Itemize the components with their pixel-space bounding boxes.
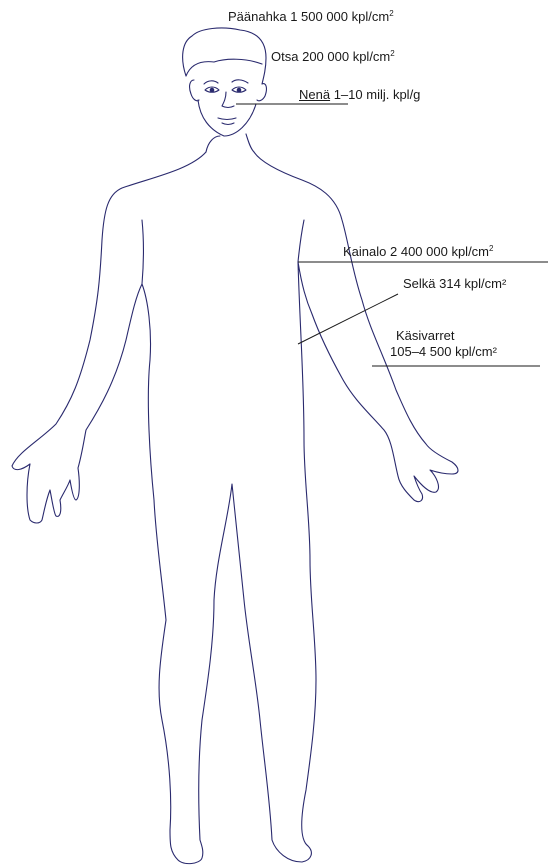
nose-outline [222, 92, 234, 108]
arms-label-line1: Käsivarret [396, 328, 455, 344]
nose-name: Nenä [299, 87, 330, 102]
mouth [218, 118, 236, 125]
forehead-label: Otsa 200 000 kpl/cm2 [271, 49, 395, 65]
scalp-unit-exponent: 2 [389, 9, 393, 18]
head-outline [183, 28, 267, 152]
armpit-unit-exponent: 2 [489, 244, 493, 253]
eyebrows [204, 80, 248, 84]
armpit-name: Kainalo [343, 244, 386, 259]
inner-arm-right [298, 220, 304, 262]
inner-arm-left [142, 220, 144, 284]
nose-label: Nenä 1–10 milj. kpl/g [299, 87, 420, 103]
arms-label-line2: 105–4 500 kpl/cm² [390, 344, 497, 360]
back-label: Selkä 314 kpl/cm² [403, 276, 506, 292]
scalp-label: Päänahka 1 500 000 kpl/cm2 [228, 9, 394, 25]
back-leader-line [298, 294, 398, 344]
forehead-name: Otsa [271, 49, 298, 64]
left-pupil [210, 88, 215, 93]
forehead-unit-exponent: 2 [390, 49, 394, 58]
forehead-value: 200 000 kpl/cm [302, 49, 390, 64]
scalp-name: Päänahka [228, 9, 287, 24]
armpit-value: 2 400 000 kpl/cm [390, 244, 489, 259]
scalp-value: 1 500 000 kpl/cm [290, 9, 389, 24]
armpit-label: Kainalo 2 400 000 kpl/cm2 [343, 244, 493, 260]
nose-value: 1–10 milj. kpl/g [334, 87, 421, 102]
right-pupil [237, 88, 242, 93]
